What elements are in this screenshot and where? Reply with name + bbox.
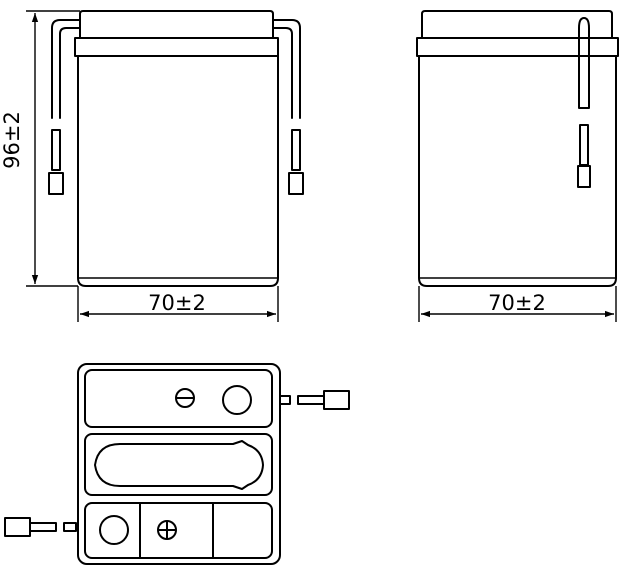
front-width-dimension-label: 70±2	[148, 291, 206, 315]
front-right-lead-sleeve	[291, 129, 301, 171]
side-view: 70±2	[416, 10, 619, 322]
left-connector-stub	[63, 522, 77, 532]
front-lid-top	[79, 10, 274, 39]
top-outline	[77, 363, 281, 565]
left-connector-sleeve	[29, 522, 57, 532]
side-lid-top	[421, 10, 613, 39]
right-connector-terminal	[323, 390, 350, 410]
side-lead-wire	[578, 17, 590, 109]
front-body	[77, 55, 279, 287]
side-lead-terminal	[577, 165, 591, 188]
side-lid-band	[416, 37, 619, 57]
front-right-lead-wire	[272, 19, 301, 119]
side-body	[418, 55, 617, 287]
bottom-terminal-post-icon	[99, 515, 129, 545]
terminal-post-icon	[222, 385, 252, 415]
side-lead-sleeve	[579, 124, 589, 166]
bottom-compartment	[84, 502, 273, 559]
side-width-dimension-label: 70±2	[488, 291, 546, 315]
front-lid-band	[74, 37, 279, 57]
right-connector-sleeve	[297, 395, 325, 405]
top-view	[4, 363, 350, 565]
front-left-lead-sleeve	[51, 129, 61, 171]
front-view: 96±2 70±2	[0, 10, 304, 322]
left-connector-terminal	[4, 517, 31, 537]
front-right-lead-wire-inner	[272, 27, 293, 119]
vent-slot	[94, 440, 264, 490]
middle-compartment	[84, 433, 273, 496]
front-left-lead-wire	[51, 19, 81, 119]
right-connector-stub	[279, 395, 291, 405]
front-left-lead-wire-inner	[59, 27, 81, 119]
front-left-lead-terminal	[48, 172, 64, 195]
top-compartment-terminals	[84, 369, 273, 428]
height-dimension-label: 96±2	[0, 111, 24, 169]
front-right-lead-terminal	[288, 172, 304, 195]
